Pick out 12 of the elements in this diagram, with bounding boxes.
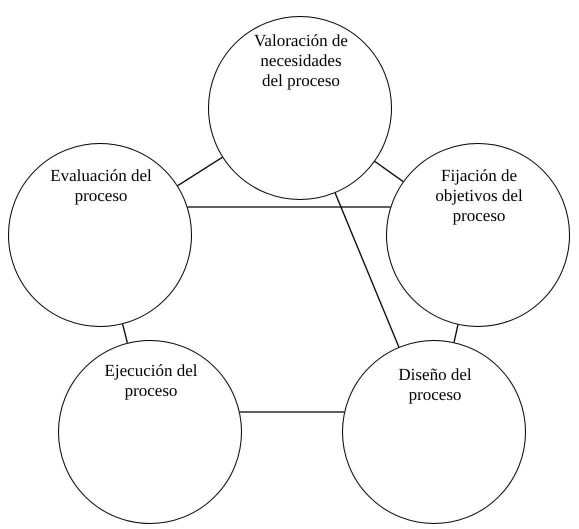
connector-line [177, 156, 223, 186]
connector-line [334, 192, 400, 348]
circle-label: Evaluación del proceso [49, 166, 153, 206]
circle-label: Ejecución del proceso [104, 361, 198, 401]
connector-line [122, 324, 128, 343]
connector-line [374, 160, 404, 182]
connector-line [453, 324, 459, 342]
circle-label: Fijación de objetivos del proceso [434, 166, 524, 226]
circle-label: Diseño del proceso [397, 365, 473, 405]
connector-line [188, 206, 390, 208]
circle-label: Valoración de necesidades del proceso [253, 31, 349, 91]
connector-line [240, 411, 344, 413]
